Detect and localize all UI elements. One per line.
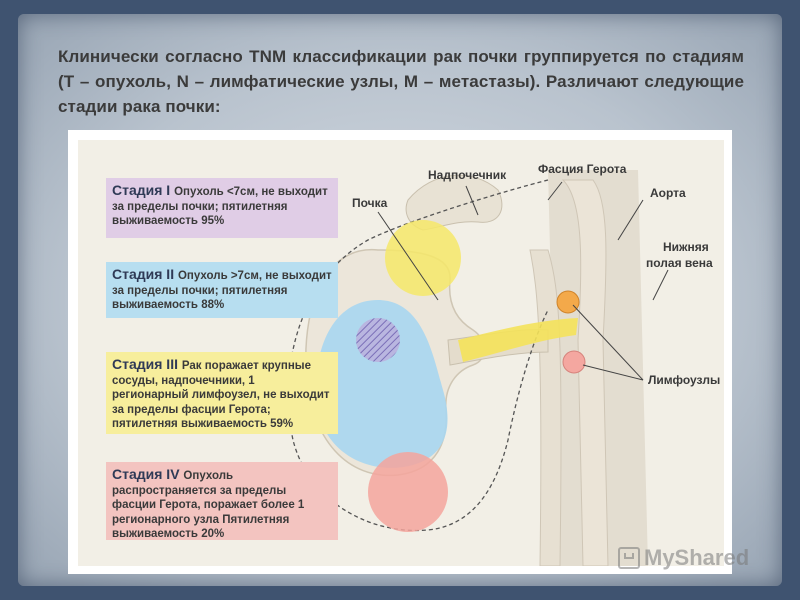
aorta-vessel [561, 179, 609, 566]
stage1-box: Стадия I Опухоль <7см, не выходит за пре… [106, 178, 338, 238]
ivc-label-line1: Нижняя [663, 240, 709, 254]
stage1-title: Стадия I [112, 182, 175, 198]
ivc-label-line2: полая вена [646, 256, 713, 270]
stage1-text: Опухоль <7см, не выходит за пределы почк… [112, 186, 328, 227]
aorta-label: Аорта [650, 186, 686, 200]
stage4-box: Стадия IV Опухоль распространяется за пр… [106, 462, 338, 540]
stage3-title: Стадия III [112, 356, 182, 372]
vena-cava-vessel [529, 249, 562, 566]
gerota-label: Фасция Герота [538, 162, 627, 176]
lymph-node-lower [562, 350, 586, 374]
figure-canvas: Стадия I Опухоль <7см, не выходит за пре… [78, 140, 749, 570]
gerota-fascia-outline [287, 179, 549, 532]
stage2-title: Стадия II [112, 266, 178, 282]
stage3-text: Рак поражает крупные сосуды, надпочечник… [112, 360, 330, 430]
stage2-box: Стадия II Опухоль >7см, не выходит за пр… [106, 262, 338, 318]
watermark-logo-icon [618, 547, 640, 569]
stage3-vessel-invasion [458, 318, 578, 362]
kidney-leader-line [377, 211, 439, 301]
adrenal-label: Надпочечник [428, 168, 507, 182]
stage3-box: Стадия III Рак поражает крупные сосуды, … [106, 352, 338, 434]
stage4-tumor-circle [368, 452, 448, 532]
watermark: MyShared [618, 545, 749, 571]
watermark-text: MyShared [644, 545, 750, 570]
stage4-text: Опухоль распространяется за пределы фасц… [112, 470, 305, 540]
intro-text: Клинически согласно TNM классификации ра… [58, 47, 744, 116]
kidney-label: Почка [352, 196, 388, 210]
ivc-leader-line [652, 269, 669, 301]
lymph-label: Лимфоузлы [648, 373, 721, 387]
stage2-tumor-area [316, 300, 448, 468]
gerota-leader-line [547, 181, 563, 201]
lymph-node-upper [556, 290, 580, 314]
stage1-tumor-hatched [356, 318, 400, 362]
stage1-tumor-circle [385, 220, 461, 296]
adrenal-leader-line [465, 185, 479, 216]
stage2-text: Опухоль >7см, не выходит за пределы почк… [112, 270, 332, 311]
kidney-stage-figure: Стадия I Опухоль <7см, не выходит за пре… [68, 130, 749, 574]
lymph-leader-line-2 [582, 364, 644, 381]
stage4-title: Стадия IV [112, 466, 184, 482]
lymph-leader-line-1 [572, 304, 644, 381]
aorta-leader-line [617, 199, 644, 241]
